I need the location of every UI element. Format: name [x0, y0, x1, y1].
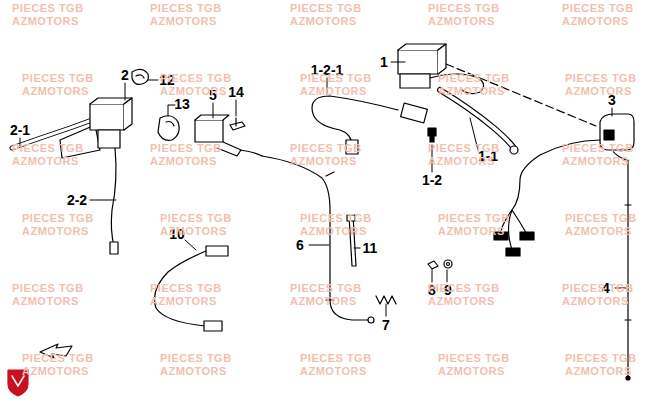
callout-number: 13 — [174, 96, 190, 112]
watermark: PIECES TGB — [438, 352, 510, 364]
throttle-cable — [262, 156, 374, 323]
watermark: PIECES TGB — [562, 2, 634, 14]
callout-number: 11 — [363, 240, 378, 256]
watermark: PIECES TGB — [150, 282, 222, 294]
watermark: PIECES TGB — [150, 2, 222, 14]
watermark: AZMOTORS — [22, 225, 89, 237]
watermark: AZMOTORS — [428, 295, 495, 307]
watermark: AZMOTORS — [12, 155, 79, 167]
watermark: AZMOTORS — [300, 85, 367, 97]
watermark: AZMOTORS — [160, 225, 227, 237]
watermark: AZMOTORS — [565, 365, 632, 377]
callout-number: 6 — [296, 237, 304, 253]
watermark: PIECES TGB — [428, 282, 500, 294]
leader-lines — [20, 62, 627, 316]
watermark: AZMOTORS — [150, 295, 217, 307]
watermark: AZMOTORS — [562, 155, 629, 167]
handlebar-switch — [494, 114, 634, 256]
watermark: AZMOTORS — [150, 15, 217, 27]
watermark: PIECES TGB — [290, 2, 362, 14]
callout-number: 2-1 — [10, 122, 30, 138]
watermark: PIECES TGB — [562, 282, 634, 294]
right-brake-assembly — [398, 44, 596, 154]
watermark: PIECES TGB — [565, 212, 637, 224]
watermark: PIECES TGB — [428, 2, 500, 14]
watermark: AZMOTORS — [150, 155, 217, 167]
callout-number: 14 — [228, 84, 244, 100]
watermark: PIECES TGB — [160, 352, 232, 364]
watermark: PIECES TGB — [160, 72, 232, 84]
watermark: AZMOTORS — [438, 225, 505, 237]
watermark: AZMOTORS — [428, 15, 495, 27]
watermark: AZMOTORS — [12, 15, 79, 27]
watermark: AZMOTORS — [428, 155, 495, 167]
watermark: PIECES TGB — [438, 212, 510, 224]
watermark: PIECES TGB — [428, 142, 500, 154]
watermark: PIECES TGB — [22, 212, 94, 224]
watermark: AZMOTORS — [438, 365, 505, 377]
watermark: PIECES TGB — [150, 142, 222, 154]
watermark: PIECES TGB — [12, 2, 84, 14]
watermark: AZMOTORS — [562, 295, 629, 307]
watermark: PIECES TGB — [290, 282, 362, 294]
watermark: PIECES TGB — [438, 72, 510, 84]
watermark: AZMOTORS — [300, 365, 367, 377]
watermark: AZMOTORS — [160, 85, 227, 97]
watermark: PIECES TGB — [562, 142, 634, 154]
callout-number: 2-2 — [67, 192, 87, 208]
watermark: PIECES TGB — [22, 352, 94, 364]
watermark: AZMOTORS — [290, 155, 357, 167]
watermark: PIECES TGB — [160, 212, 232, 224]
watermark: AZMOTORS — [562, 15, 629, 27]
watermark: PIECES TGB — [300, 212, 372, 224]
watermark: PIECES TGB — [12, 142, 84, 154]
choke-cable — [625, 160, 631, 380]
watermark: PIECES TGB — [300, 352, 372, 364]
watermark: PIECES TGB — [22, 72, 94, 84]
watermark: AZMOTORS — [290, 295, 357, 307]
callout-number: 1-2 — [422, 172, 442, 188]
callout-number: 1 — [380, 54, 388, 70]
watermark: AZMOTORS — [22, 365, 89, 377]
watermark: AZMOTORS — [22, 85, 89, 97]
watermark: PIECES TGB — [290, 142, 362, 154]
watermark: AZMOTORS — [438, 85, 505, 97]
watermark: AZMOTORS — [565, 85, 632, 97]
watermark: PIECES TGB — [565, 352, 637, 364]
watermark: PIECES TGB — [565, 72, 637, 84]
watermark: AZMOTORS — [300, 225, 367, 237]
watermark: AZMOTORS — [565, 225, 632, 237]
watermark: PIECES TGB — [12, 282, 84, 294]
watermark: AZMOTORS — [160, 365, 227, 377]
left-brake-assembly — [12, 69, 148, 254]
watermark: AZMOTORS — [12, 295, 79, 307]
callout-number: 2 — [121, 67, 129, 83]
watermark: PIECES TGB — [300, 72, 372, 84]
watermark: AZMOTORS — [290, 15, 357, 27]
callout-number: 7 — [382, 317, 390, 333]
